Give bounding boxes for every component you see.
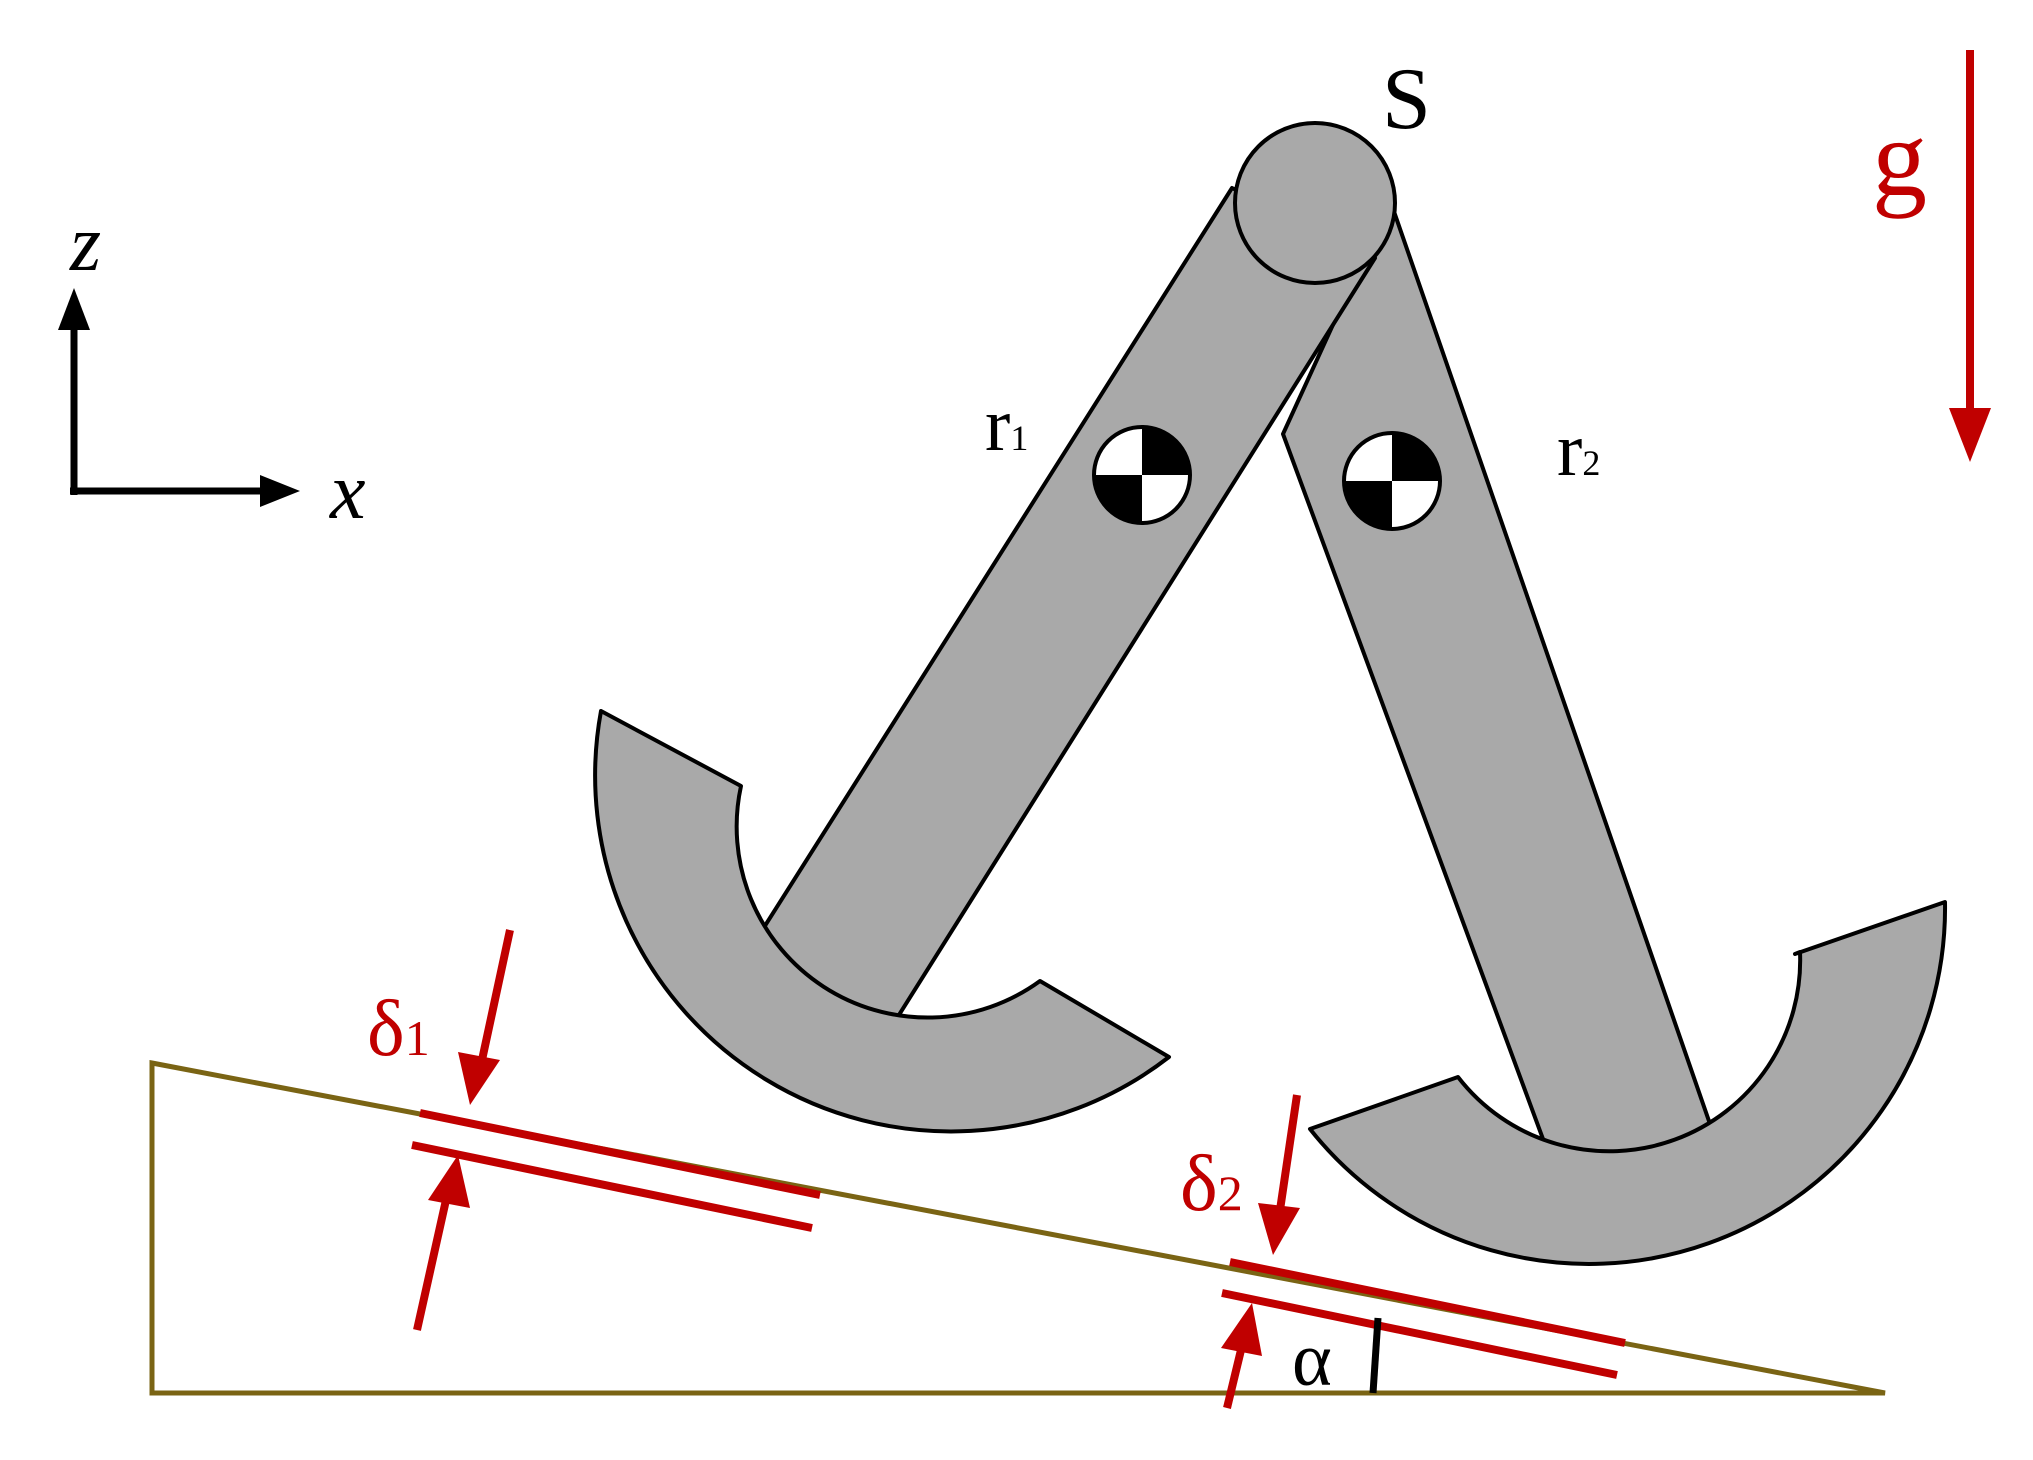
ramp bbox=[149, 1059, 1886, 1396]
delta-1-arrow-up bbox=[413, 1155, 470, 1331]
leg-2-label: r2 bbox=[1557, 408, 1600, 492]
delta-1-label: δ1 bbox=[367, 985, 430, 1073]
delta-2-label: δ2 bbox=[1180, 1140, 1243, 1228]
pivot-label: S bbox=[1382, 51, 1431, 148]
x-axis-label: x bbox=[329, 448, 366, 536]
delta-2-arrow-down bbox=[1258, 1094, 1301, 1255]
center-of-mass-icon bbox=[1092, 425, 1192, 525]
leg-2-foot bbox=[1308, 900, 1948, 1266]
delta-2-upper-line bbox=[1229, 1258, 1626, 1347]
z-axis-label: z bbox=[69, 200, 101, 288]
delta-1-upper-line bbox=[419, 1109, 821, 1199]
coordinate-axes bbox=[58, 288, 300, 507]
center-of-mass-icon bbox=[1342, 431, 1442, 531]
gravity-arrow bbox=[1949, 50, 1991, 462]
delta-2-lower-line bbox=[1221, 1289, 1618, 1379]
slope-angle-label: α bbox=[1292, 1318, 1332, 1402]
leg-1-label: r1 bbox=[985, 383, 1028, 467]
leg-1-foot bbox=[593, 709, 1171, 1134]
gravity-label: g bbox=[1872, 97, 1927, 219]
delta-1-lower-line bbox=[411, 1141, 813, 1232]
hip-joint bbox=[1233, 121, 1397, 285]
leg-2-body bbox=[1281, 198, 1721, 1198]
leg-1-body bbox=[735, 186, 1377, 1063]
delta-2-arrow-up bbox=[1221, 1303, 1262, 1409]
delta-1-arrow-down bbox=[458, 929, 514, 1105]
slope-angle-marker bbox=[1369, 1317, 1382, 1394]
